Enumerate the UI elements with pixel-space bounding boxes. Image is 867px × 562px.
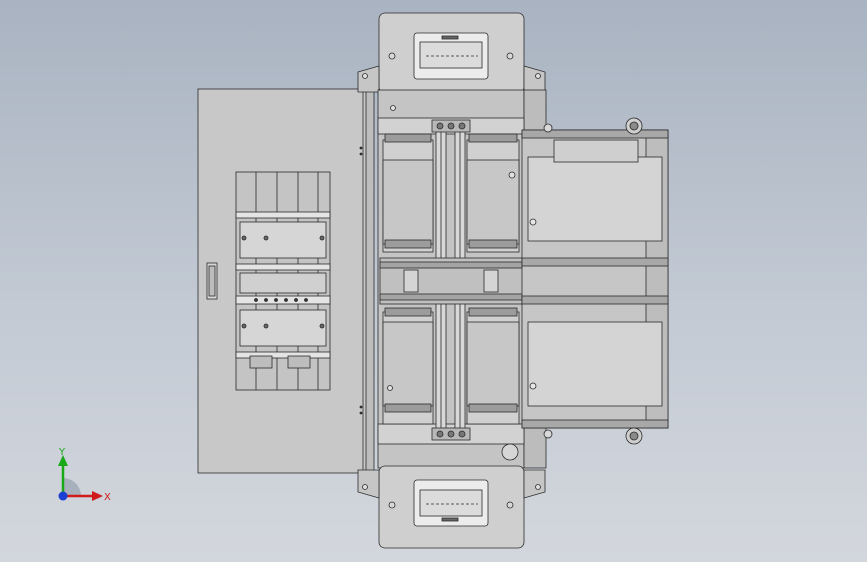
bottom-right-bracket (523, 469, 546, 499)
module-lower-left (382, 307, 434, 425)
axis-triad-icon: Y X (58, 447, 111, 503)
door-inner-assembly (235, 171, 331, 391)
top-cover-plate (378, 12, 525, 94)
right-extension-frame (521, 117, 669, 445)
top-right-bracket (523, 65, 546, 93)
right-lower-panel (527, 321, 663, 407)
axis-y-label: Y (58, 447, 66, 458)
right-upper-panel (527, 156, 663, 242)
module-lower-right (466, 307, 520, 425)
bottom-cover-plate (378, 465, 525, 549)
bottom-left-bracket (357, 469, 380, 499)
module-upper-right (466, 133, 520, 253)
top-left-bracket (357, 65, 380, 93)
left-door-panel (197, 88, 375, 474)
module-upper-left (382, 133, 434, 253)
axis-x-label: X (104, 492, 111, 503)
